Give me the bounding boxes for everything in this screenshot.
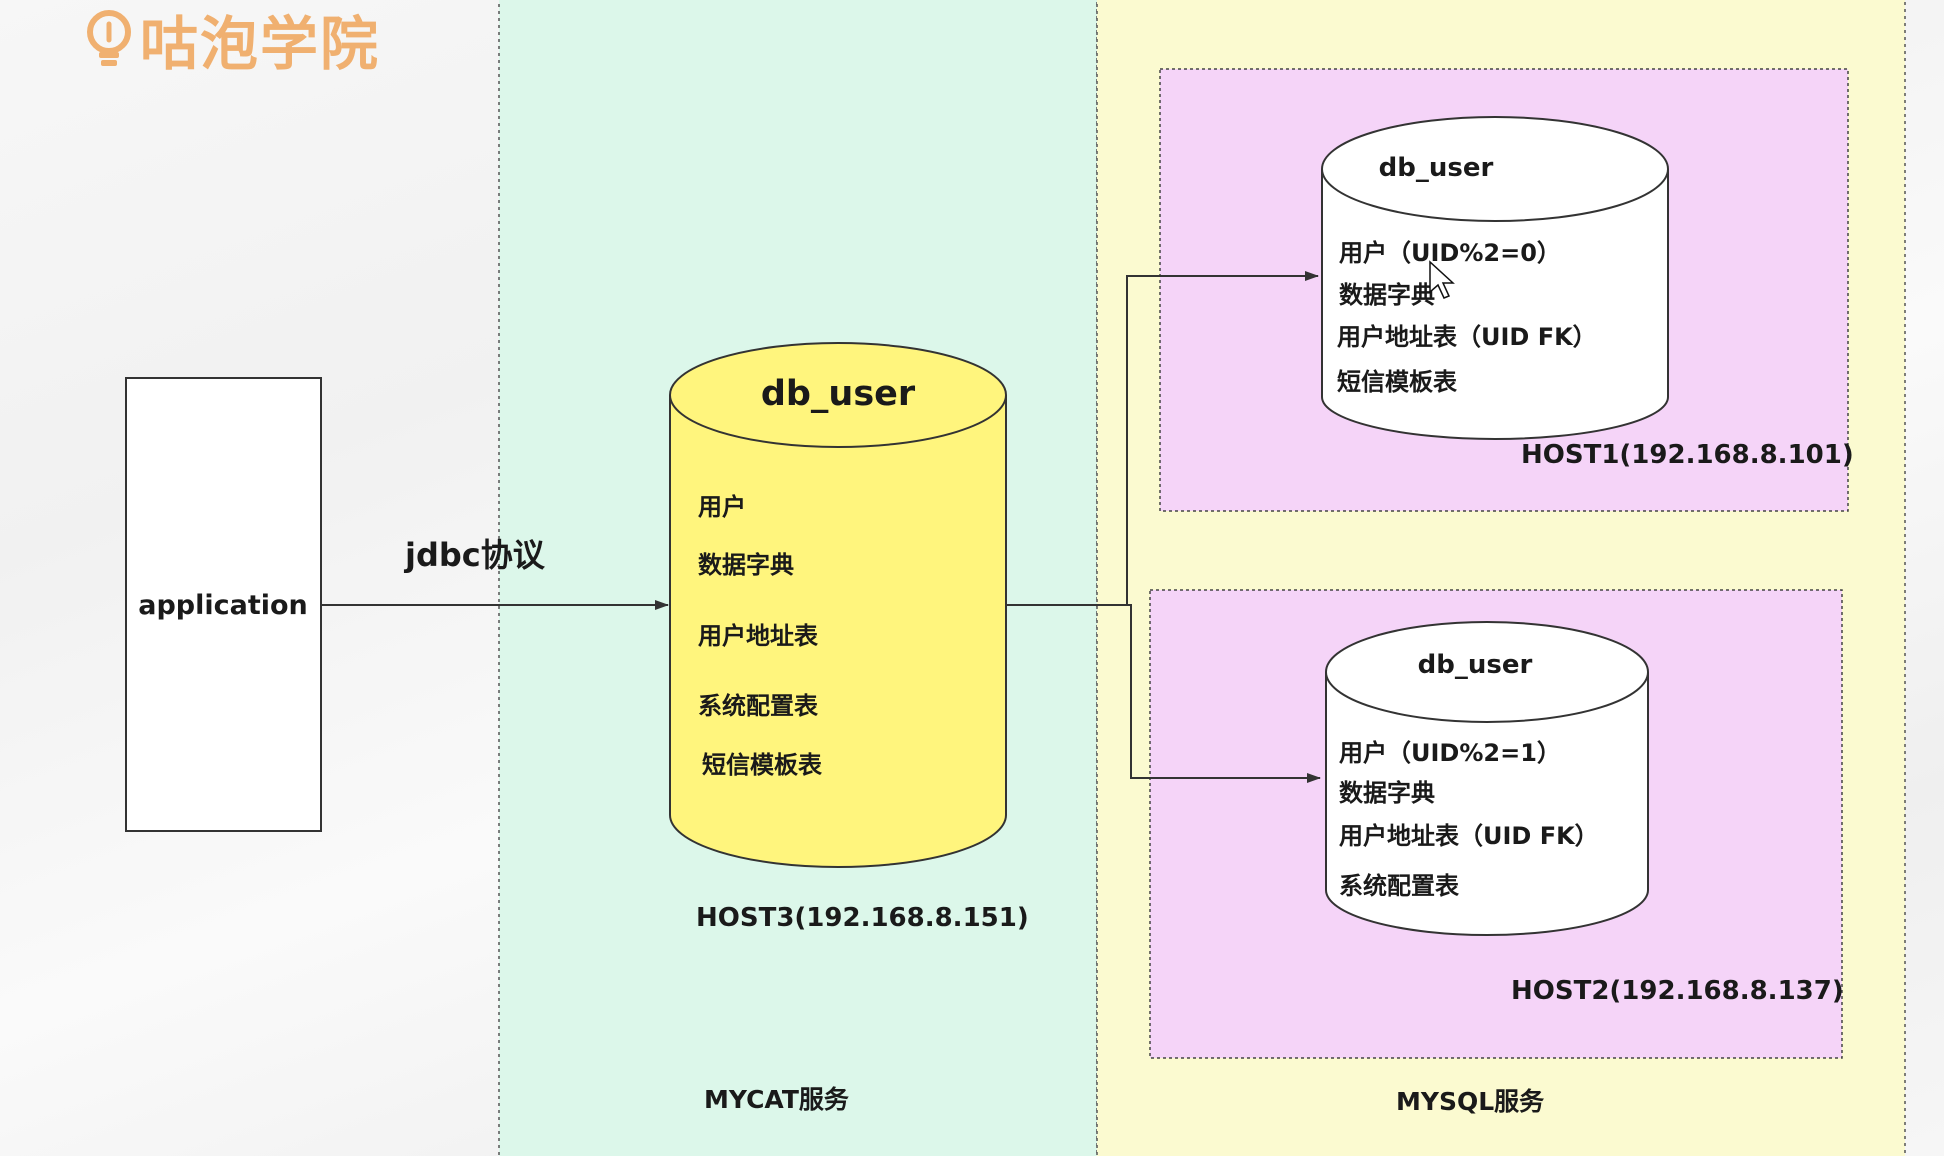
mouse-cursor-icon: [1429, 260, 1455, 299]
brand-logo: 咕泡学院: [86, 6, 380, 78]
host2-label: HOST2(192.168.8.137): [1511, 976, 1844, 1006]
mycat-table: 用户: [698, 493, 746, 521]
host1-db-title: db_user: [1379, 153, 1494, 183]
protocol-label: jdbc协议: [403, 536, 546, 574]
host1-label: HOST1(192.168.8.101): [1521, 440, 1854, 470]
host2-table: 用户地址表（UID FK）: [1339, 822, 1599, 850]
host1-table: 用户（UID%2=0）: [1339, 239, 1561, 267]
mycat-table: 系统配置表: [698, 692, 819, 720]
host2-table: 系统配置表: [1339, 872, 1460, 900]
host3-label: HOST3(192.168.8.151): [696, 903, 1029, 933]
mycat-zone-label: MYCAT服务: [704, 1085, 849, 1114]
route-to-host1: [1006, 271, 1319, 606]
host1-table: 用户地址表（UID FK）: [1337, 323, 1597, 351]
host1-db-cylinder: [1321, 116, 1669, 440]
mycat-db-cylinder: [669, 342, 1007, 868]
application-box: [125, 377, 322, 832]
host2-table: 数据字典: [1339, 779, 1435, 807]
application-label: application: [138, 590, 308, 621]
mycat-table: 用户地址表: [698, 622, 819, 650]
mycat-table: 数据字典: [698, 551, 794, 579]
host2-db-cylinder: [1325, 621, 1649, 936]
host2-db-title: db_user: [1418, 650, 1533, 680]
brand-name: 咕泡学院: [140, 10, 381, 78]
host2-table: 用户（UID%2=1）: [1339, 739, 1561, 767]
host1-table: 数据字典: [1339, 281, 1435, 309]
mycat-db-title: db_user: [761, 374, 916, 414]
lightbulb-icon: [87, 10, 131, 66]
host1-table: 短信模板表: [1337, 368, 1458, 396]
mysql-zone-label: MYSQL服务: [1396, 1087, 1544, 1116]
mycat-table: 短信模板表: [702, 751, 823, 779]
route-to-host2: [1127, 604, 1321, 783]
